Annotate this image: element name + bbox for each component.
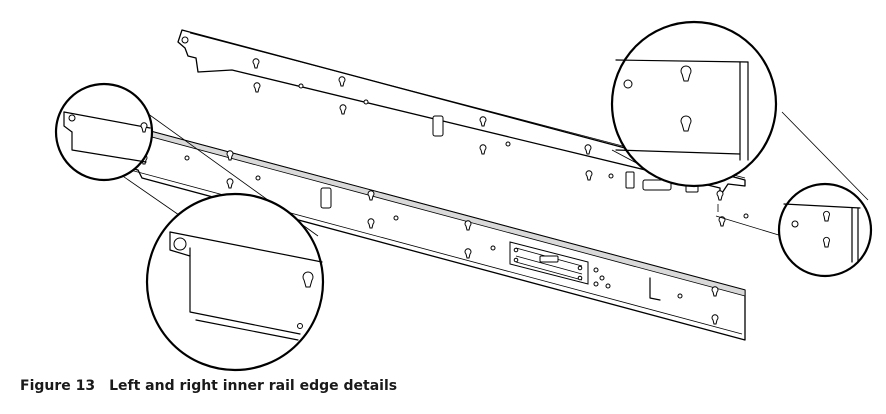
lower-left-magnified-detail (145, 192, 325, 372)
upper-right-detail (610, 20, 778, 188)
back-inner-rail (177, 29, 749, 227)
latch-mechanism (509, 241, 611, 289)
front-inner-rail (63, 107, 746, 341)
figure-title: Left and right inner rail edge details (109, 378, 398, 394)
left-edge-detail (54, 82, 154, 182)
figure-caption: Figure 13 Left and right inner rail edge … (20, 378, 397, 394)
rail-diagram (54, 20, 873, 372)
right-edge-detail (777, 182, 873, 278)
figure-number: Figure 13 (20, 378, 96, 394)
